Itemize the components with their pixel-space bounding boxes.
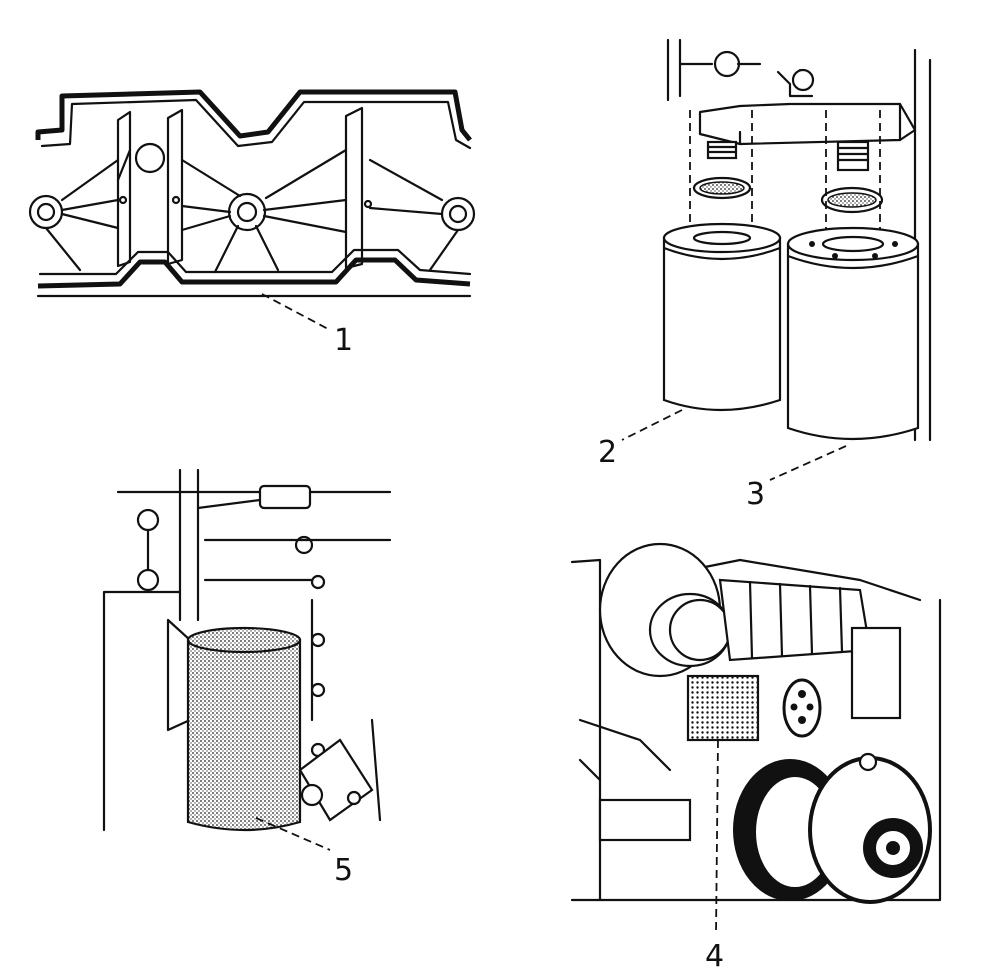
callout-3: 3	[746, 477, 765, 512]
callout-2: 2	[598, 435, 617, 470]
callout-4: 4	[705, 939, 724, 974]
leader-line-4	[715, 739, 719, 936]
callout-1: 1	[334, 323, 353, 358]
panel-breather-element	[570, 542, 942, 904]
leader-line-2	[621, 409, 683, 441]
leader-line-3	[769, 445, 847, 481]
panel-rocker-cover-gasket	[28, 89, 476, 298]
panel-oil-filters	[662, 38, 932, 442]
leader-line-1	[261, 293, 331, 331]
callout-5: 5	[334, 853, 353, 888]
panel-fuel-filter	[102, 468, 392, 832]
leader-line-5	[255, 817, 331, 851]
